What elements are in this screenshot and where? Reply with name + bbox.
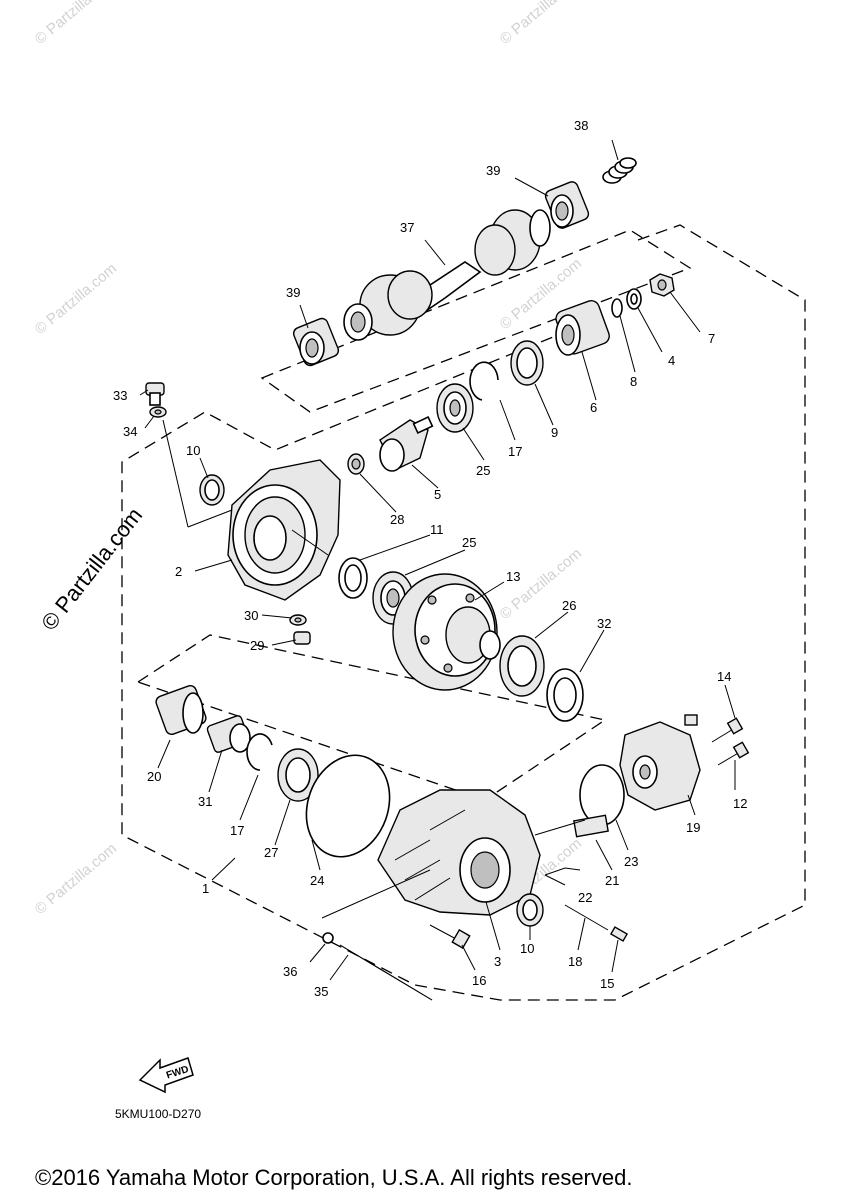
callout-38: 38	[574, 118, 588, 133]
copyright-notice: ©2016 Yamaha Motor Corporation, U.S.A. A…	[35, 1165, 632, 1190]
callout-10: 10	[186, 443, 200, 458]
sleeve-part-6	[555, 300, 610, 356]
bolt-part-14	[711, 717, 744, 743]
pin-part-35	[339, 944, 433, 1001]
callout-16: 16	[472, 973, 486, 988]
watermark-text: © Partzilla.com	[32, 260, 120, 338]
ring-gear-part-13	[392, 573, 501, 691]
bearing-part-39-upper	[544, 181, 590, 229]
washer-part-30	[289, 614, 307, 626]
bolt-part-16	[429, 924, 471, 950]
bolt-part-29	[293, 631, 311, 645]
shaft-part-18	[564, 904, 609, 931]
sensor-part-21	[573, 814, 609, 838]
oil-seal-part-10-upper	[199, 474, 225, 506]
watermark-text: © Partzilla.com	[36, 503, 147, 635]
drive-shaft-part-37	[343, 209, 551, 341]
axle-group-outline	[260, 229, 692, 413]
callout-19: 19	[686, 820, 700, 835]
washer-part-4	[626, 288, 642, 310]
oil-seal-part-10-lower	[516, 893, 544, 927]
main-housing-part-3	[377, 789, 541, 916]
bearing-group-outline	[136, 634, 607, 801]
callout-28: 28	[390, 512, 404, 527]
callout-labels: 38 39 37 39 7 4 8 6 9 17 25 5 28 33 34 1…	[113, 118, 747, 999]
callout-25: 25	[462, 535, 476, 550]
watermark-text: © Partzilla.com	[32, 0, 120, 48]
bolt-part-33	[145, 382, 165, 406]
callout-36: 36	[283, 964, 297, 979]
callout-14: 14	[717, 669, 731, 684]
bearing-part-25-upper	[436, 383, 474, 433]
callout-15: 15	[600, 976, 614, 991]
pinion-gear-part-5	[379, 416, 434, 472]
needle-bearing-part-28	[347, 453, 365, 475]
callout-9: 9	[551, 425, 558, 440]
screw-part-15	[609, 926, 629, 942]
callout-35: 35	[314, 984, 328, 999]
callout-30: 30	[244, 608, 258, 623]
callout-20: 20	[147, 769, 161, 784]
callout-11: 11	[430, 522, 444, 537]
callout-39: 39	[486, 163, 500, 178]
callout-7: 7	[708, 331, 715, 346]
shim-part-11	[338, 557, 368, 599]
callout-39: 39	[286, 285, 300, 300]
leader-lines	[139, 139, 736, 981]
bolt-part-12	[717, 741, 750, 766]
callout-17: 17	[230, 823, 244, 838]
callout-1: 1	[202, 881, 209, 896]
callout-22: 22	[578, 890, 592, 905]
callout-21: 21	[605, 873, 619, 888]
circlip-part-17-upper	[469, 361, 499, 401]
needle-bearing-part-31	[206, 715, 251, 753]
callout-32: 32	[597, 616, 611, 631]
callout-5: 5	[434, 487, 441, 502]
o-ring-part-24	[305, 754, 391, 858]
callout-33: 33	[113, 388, 127, 403]
callout-25: 25	[476, 463, 490, 478]
bearing-part-39-lower	[292, 317, 340, 367]
callout-4: 4	[668, 353, 675, 368]
circlip-part-17-lower	[246, 733, 273, 771]
bearing-part-26	[499, 635, 545, 697]
ring-part-9	[510, 340, 544, 386]
callout-12: 12	[733, 796, 747, 811]
callout-3: 3	[494, 954, 501, 969]
sleeve-part-20	[155, 685, 207, 735]
assembly-outlines	[121, 224, 806, 1001]
callout-10: 10	[520, 941, 534, 956]
callout-13: 13	[506, 569, 520, 584]
washer-part-34	[149, 406, 167, 418]
callout-37: 37	[400, 220, 414, 235]
watermark-text: © Partzilla.com	[497, 0, 585, 48]
pin-part-22	[544, 867, 581, 876]
nut-part-7	[649, 273, 675, 297]
callout-31: 31	[198, 794, 212, 809]
callout-2: 2	[175, 564, 182, 579]
bearing-part-27	[277, 748, 319, 802]
diagram-code: 5KMU100-D270	[115, 1107, 201, 1121]
fwd-arrow-icon: FWD	[138, 1057, 194, 1094]
callout-17: 17	[508, 444, 522, 459]
callout-18: 18	[568, 954, 582, 969]
callout-27: 27	[264, 845, 278, 860]
main-assembly-outline	[121, 224, 806, 1001]
callout-24: 24	[310, 873, 324, 888]
watermark-text: © Partzilla.com	[32, 840, 120, 918]
o-ring-part-8	[611, 298, 623, 318]
shim-part-32	[546, 668, 584, 722]
housing-cover-part-2	[227, 459, 341, 601]
spring-part-38	[602, 157, 637, 184]
callout-26: 26	[562, 598, 576, 613]
clip-part-36	[322, 932, 334, 944]
callout-23: 23	[624, 854, 638, 869]
callout-6: 6	[590, 400, 597, 415]
callout-8: 8	[630, 374, 637, 389]
callout-29: 29	[250, 638, 264, 653]
callout-34: 34	[123, 424, 137, 439]
